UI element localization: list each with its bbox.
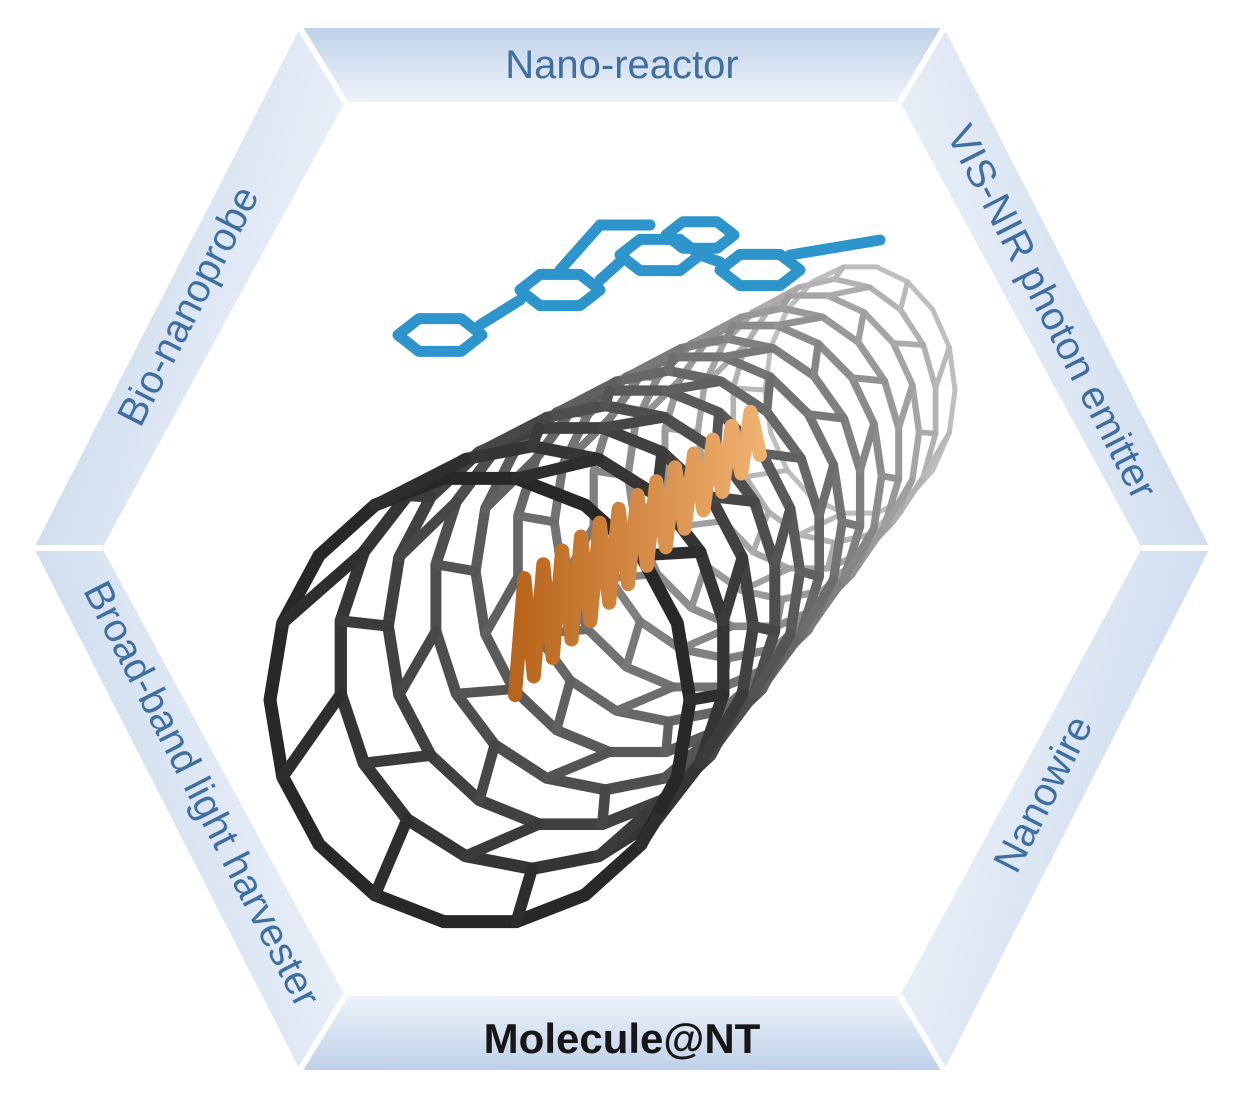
label-bottom: Molecule@NT — [484, 1015, 761, 1062]
label-upper-left: Bio-nanoprobe — [109, 179, 268, 433]
label-top: Nano-reactor — [505, 43, 738, 87]
label-upper-right: VIS-NIR photon emitter — [938, 118, 1166, 506]
